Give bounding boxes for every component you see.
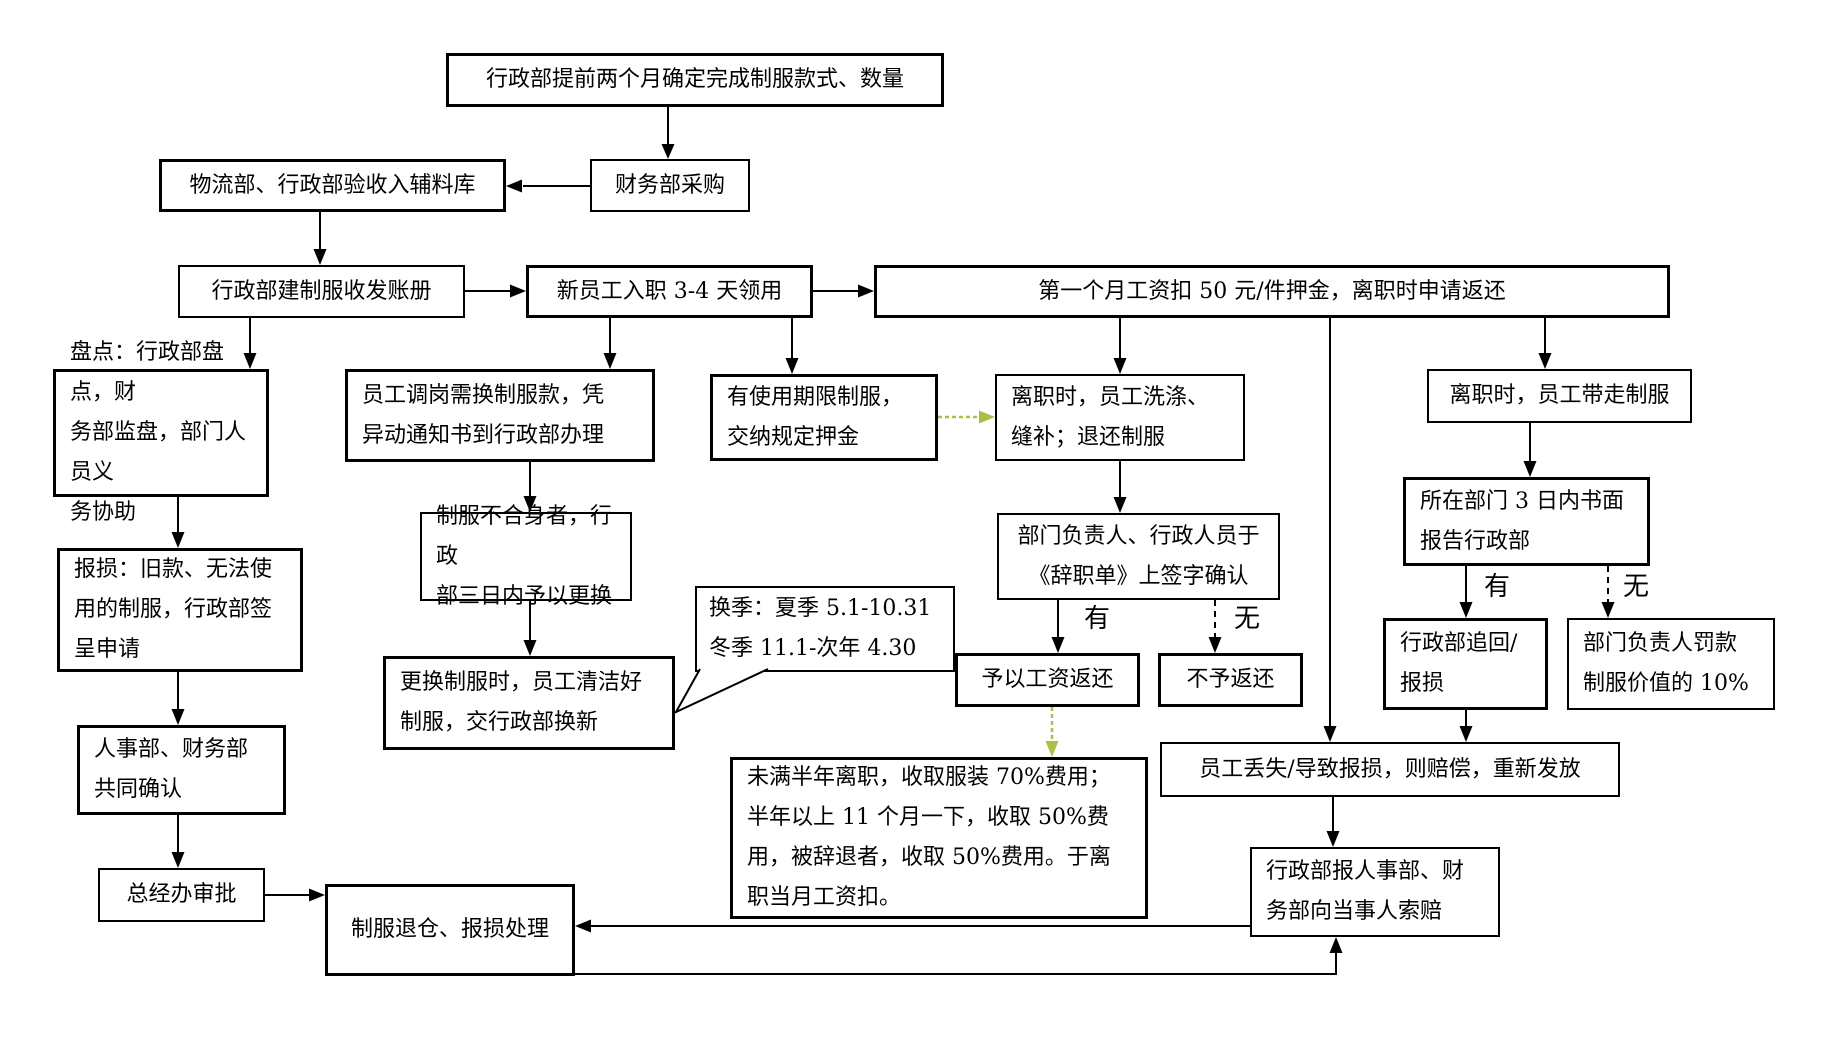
box-admin-recover: 行政部追回/ 报损 xyxy=(1383,618,1548,710)
arrow-new-employee-to-limited-term xyxy=(785,318,799,374)
box-resign-take-away: 离职时，员工带走制服 xyxy=(1427,369,1692,423)
box-ill-fitting-replace: 制服不合身者，行政 部三日内予以更换 xyxy=(420,504,632,609)
box-refund-with-salary: 予以工资返还 xyxy=(955,653,1140,707)
arrow-return-to-claim-bottom xyxy=(575,937,1343,975)
box-gm-approval: 总经办审批 xyxy=(98,868,265,922)
box-receive-warehouse: 物流部、行政部验收入辅料库 xyxy=(159,159,506,212)
box-new-employee-issue: 新员工入职 3-4 天领用 xyxy=(526,265,813,318)
arrow-deptreport-no-to-fine xyxy=(1601,566,1615,618)
callout-tail xyxy=(673,668,769,715)
arrow-receive-to-ledger xyxy=(313,212,327,265)
box-lost-compensate: 员工丢失/导致报损，则赔偿，重新发放 xyxy=(1160,742,1620,797)
callout-season-change: 换季：夏季 5.1-10.31 冬季 11.1-次年 4.30 xyxy=(695,586,955,672)
box-no-refund: 不予返还 xyxy=(1158,653,1303,707)
arrow-limited-to-wash-green xyxy=(938,410,995,424)
box-salary-deposit: 第一个月工资扣 50 元/件押金，离职时申请返还 xyxy=(874,265,1670,318)
arrow-claim-to-return xyxy=(575,919,1250,933)
box-hr-finance-confirm: 人事部、财务部 共同确认 xyxy=(77,725,286,815)
edge-label-yes-refund: 有 xyxy=(1082,604,1113,634)
arrow-takeaway-to-deptreport xyxy=(1523,423,1537,477)
edge-label-no-report: 无 xyxy=(1621,572,1652,602)
arrow-new-employee-to-deposit xyxy=(813,284,874,298)
arrow-plan-to-purchase xyxy=(661,107,675,159)
box-limited-term-deposit: 有使用期限制服， 交纳规定押金 xyxy=(710,374,938,461)
edge-label-yes-report: 有 xyxy=(1482,572,1513,602)
arrow-new-employee-to-transfer xyxy=(603,318,617,369)
box-exchange-clean: 更换制服时，员工清洁好 制服，交行政部换新 xyxy=(383,656,675,750)
box-resign-fee-rules: 未满半年离职，收取服装 70%费用； 半年以上 11 个月一下，收取 50%费 … xyxy=(730,757,1148,919)
arrow-lost-to-claim xyxy=(1326,797,1340,847)
box-plan-style-quantity: 行政部提前两个月确定完成制服款式、数量 xyxy=(446,53,944,107)
box-dept-written-report: 所在部门 3 日内书面 报告行政部 xyxy=(1403,477,1650,566)
box-claim-compensation: 行政部报人事部、财 务部向当事人索赔 xyxy=(1250,847,1500,937)
arrow-sign-no-to-norefund xyxy=(1208,600,1222,653)
arrow-refund-to-fees-green xyxy=(1045,707,1059,757)
arrow-gm-to-return xyxy=(265,888,325,902)
arrow-purchase-to-receive xyxy=(506,179,590,193)
arrow-sign-yes-to-refund xyxy=(1051,600,1065,653)
arrow-damage-to-hr xyxy=(171,672,185,725)
arrow-recover-to-lost xyxy=(1459,710,1473,742)
box-damage-report-apply: 报损：旧款、无法使 用的制服，行政部签 呈申请 xyxy=(57,548,303,672)
box-finance-purchase: 财务部采购 xyxy=(590,159,750,212)
box-uniform-ledger: 行政部建制服收发账册 xyxy=(178,265,465,318)
box-inventory-check: 盘点：行政部盘点，财 务部监盘，部门人员义 务协助 xyxy=(53,340,269,525)
box-resign-wash-return: 离职时，员工洗涤、 缝补；退还制服 xyxy=(995,374,1245,461)
arrow-ledger-to-new-employee xyxy=(465,284,526,298)
arrow-deposit-to-takeaway xyxy=(1538,318,1552,369)
box-transfer-exchange: 员工调岗需换制服款，凭 异动通知书到行政部办理 xyxy=(345,369,655,462)
box-return-warehouse-handle: 制服退仓、报损处理 xyxy=(325,884,575,976)
arrow-wash-to-sign xyxy=(1113,461,1127,513)
arrow-hr-to-gm xyxy=(171,815,185,868)
arrow-deposit-to-wash xyxy=(1113,318,1127,374)
arrow-deposit-to-lost xyxy=(1323,318,1337,742)
box-resignation-form-sign: 部门负责人、行政人员于 《辞职单》上签字确认 xyxy=(997,513,1280,600)
edge-label-no-refund: 无 xyxy=(1232,604,1263,634)
arrow-deptreport-yes-to-recover xyxy=(1459,566,1473,618)
box-manager-fine: 部门负责人罚款 制服价值的 10% xyxy=(1567,618,1775,710)
